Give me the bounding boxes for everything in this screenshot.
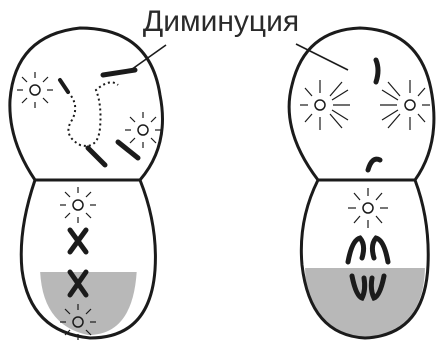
right-embryo <box>280 28 440 346</box>
right-bottom-aster <box>348 188 388 228</box>
right-chromatids-upper <box>348 238 388 262</box>
diminution-label: Диминуция <box>143 5 299 38</box>
right-top-aster-right <box>380 80 430 130</box>
right-top-aster-left <box>300 80 350 130</box>
left-bottom-aster-top <box>60 187 96 223</box>
left-fragmented-chromosome <box>68 82 118 146</box>
left-chromosome-x-1 <box>70 230 86 252</box>
left-top-aster-left <box>17 72 53 108</box>
left-chromosome-end-4 <box>60 80 68 92</box>
left-chromosome-end-2 <box>88 148 105 165</box>
left-chromosome-end-3 <box>118 142 138 158</box>
left-top-aster-right <box>125 112 161 148</box>
right-chromosome-fragment-bottom <box>368 159 380 170</box>
left-embryo <box>0 28 220 346</box>
right-chromosome-fragment-top <box>376 60 378 82</box>
left-pointer-line <box>128 45 166 72</box>
